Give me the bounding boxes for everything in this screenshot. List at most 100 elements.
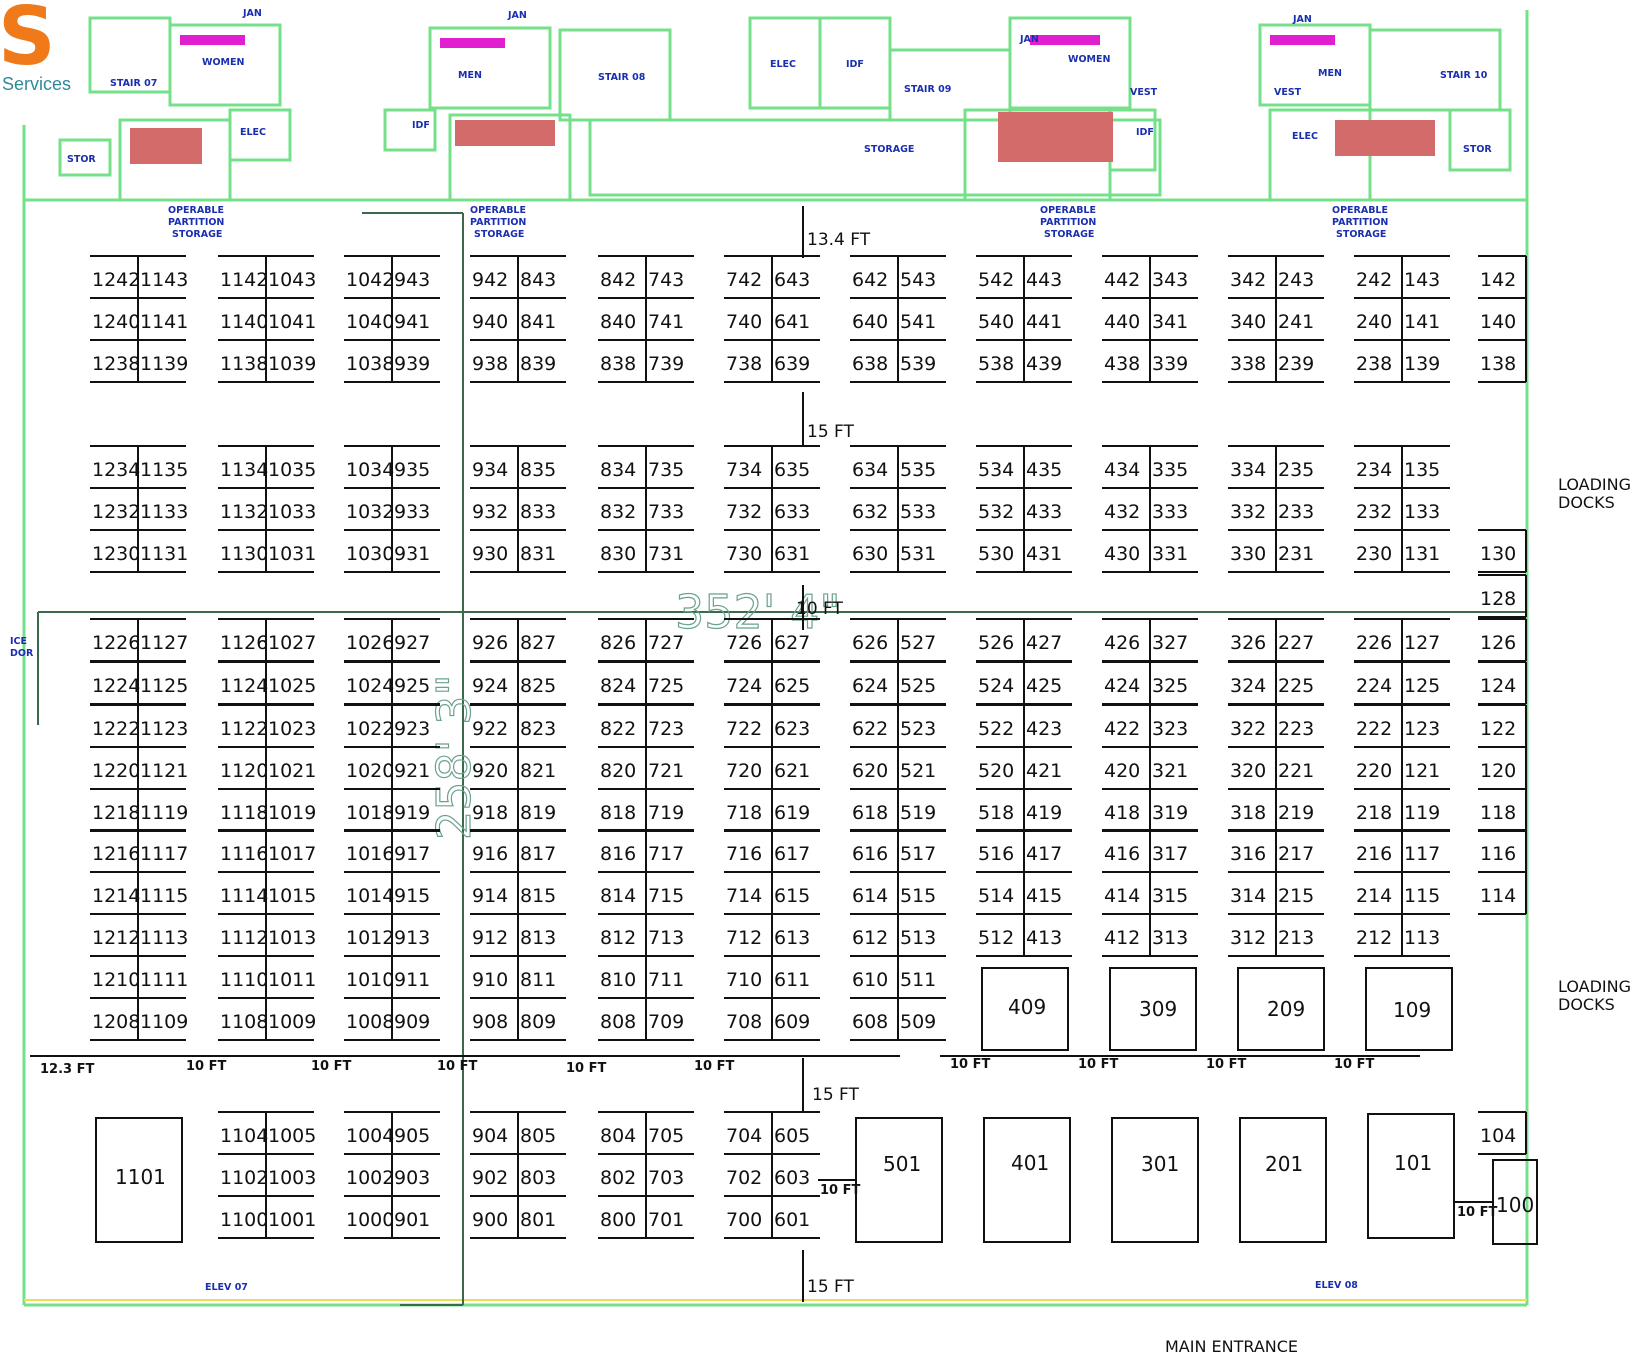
booth-number[interactable]: 412: [1104, 927, 1140, 949]
booth-number[interactable]: 921: [394, 760, 430, 782]
booth-number[interactable]: 811: [520, 969, 556, 991]
booth-number[interactable]: 1121: [140, 760, 188, 782]
booth-number[interactable]: 1117: [140, 843, 188, 865]
booth-number[interactable]: 441: [1026, 311, 1062, 333]
booth-number[interactable]: 1005: [268, 1125, 316, 1147]
booth-number[interactable]: 613: [774, 927, 810, 949]
booth-number[interactable]: 941: [394, 311, 430, 333]
booth-number[interactable]: 1040: [346, 311, 394, 333]
booth-number[interactable]: 809: [520, 1011, 556, 1033]
booth-number[interactable]: 710: [726, 969, 762, 991]
booth-number[interactable]: 1240: [92, 311, 140, 333]
booth-number[interactable]: 513: [900, 927, 936, 949]
booth-number[interactable]: 718: [726, 802, 762, 824]
booth-number[interactable]: 808: [600, 1011, 636, 1033]
booth-number[interactable]: 212: [1356, 927, 1392, 949]
booth-number[interactable]: 900: [472, 1209, 508, 1231]
booth-number[interactable]: 830: [600, 543, 636, 565]
booth-number[interactable]: 1232: [92, 501, 140, 523]
booth-number[interactable]: 938: [472, 353, 508, 375]
booth-number[interactable]: 1110: [220, 969, 268, 991]
large-booth-209[interactable]: [1237, 967, 1325, 1051]
booth-number[interactable]: 511: [900, 969, 936, 991]
booth-number[interactable]: 631: [774, 543, 810, 565]
booth-number[interactable]: 815: [520, 885, 556, 907]
booth-number[interactable]: 916: [472, 843, 508, 865]
booth-number[interactable]: 1208: [92, 1011, 140, 1033]
booth-number[interactable]: 518: [978, 802, 1014, 824]
booth-number[interactable]: 1021: [268, 760, 316, 782]
booth-number[interactable]: 925: [394, 675, 430, 697]
booth-number[interactable]: 909: [394, 1011, 430, 1033]
booth-number[interactable]: 240: [1356, 311, 1392, 333]
booth-number[interactable]: 840: [600, 311, 636, 333]
booth-number[interactable]: 438: [1104, 353, 1140, 375]
booth-number[interactable]: 1141: [140, 311, 188, 333]
booth-number[interactable]: 534: [978, 459, 1014, 481]
booth-number[interactable]: 918: [472, 802, 508, 824]
booth-number[interactable]: 615: [774, 885, 810, 907]
booth-number[interactable]: 114: [1480, 885, 1516, 907]
booth-number[interactable]: 705: [648, 1125, 684, 1147]
booth-number[interactable]: 904: [472, 1125, 508, 1147]
booth-number[interactable]: 319: [1152, 802, 1188, 824]
booth-number[interactable]: 1002: [346, 1167, 394, 1189]
booth-number[interactable]: 142: [1480, 269, 1516, 291]
booth-number[interactable]: 538: [978, 353, 1014, 375]
booth-number[interactable]: 241: [1278, 311, 1314, 333]
booth-number[interactable]: 738: [726, 353, 762, 375]
booth-number[interactable]: 720: [726, 760, 762, 782]
booth-number[interactable]: 1131: [140, 543, 188, 565]
booth-number[interactable]: 1126: [220, 632, 268, 654]
booth-number[interactable]: 1132: [220, 501, 268, 523]
booth-number[interactable]: 1226: [92, 632, 140, 654]
booth-number[interactable]: 1220: [92, 760, 140, 782]
booth-number[interactable]: 622: [852, 718, 888, 740]
booth-number[interactable]: 712: [726, 927, 762, 949]
booth-number[interactable]: 418: [1104, 802, 1140, 824]
booth-number[interactable]: 531: [900, 543, 936, 565]
booth-number[interactable]: 424: [1104, 675, 1140, 697]
booth-number[interactable]: 843: [520, 269, 556, 291]
booth-number[interactable]: 722: [726, 718, 762, 740]
booth-number[interactable]: 1034: [346, 459, 394, 481]
booth-number[interactable]: 832: [600, 501, 636, 523]
booth-number[interactable]: 700: [726, 1209, 762, 1231]
booth-number[interactable]: 626: [852, 632, 888, 654]
booth-number[interactable]: 725: [648, 675, 684, 697]
large-booth-101[interactable]: [1367, 1113, 1455, 1239]
booth-number[interactable]: 242: [1356, 269, 1392, 291]
booth-number[interactable]: 125: [1404, 675, 1440, 697]
booth-number[interactable]: 727: [648, 632, 684, 654]
booth-number[interactable]: 621: [774, 760, 810, 782]
large-booth-401[interactable]: [983, 1117, 1071, 1243]
booth-number[interactable]: 1011: [268, 969, 316, 991]
booth-number[interactable]: 915: [394, 885, 430, 907]
booth-number[interactable]: 812: [600, 927, 636, 949]
booth-number[interactable]: 525: [900, 675, 936, 697]
booth-number[interactable]: 933: [394, 501, 430, 523]
booth-number[interactable]: 1230: [92, 543, 140, 565]
booth-number[interactable]: 1133: [140, 501, 188, 523]
booth-number[interactable]: 440: [1104, 311, 1140, 333]
booth-number[interactable]: 214: [1356, 885, 1392, 907]
booth-number[interactable]: 127: [1404, 632, 1440, 654]
booth-number[interactable]: 216: [1356, 843, 1392, 865]
booth-number[interactable]: 232: [1356, 501, 1392, 523]
large-booth-409[interactable]: [981, 967, 1069, 1051]
booth-number[interactable]: 1015: [268, 885, 316, 907]
booth-number[interactable]: 624: [852, 675, 888, 697]
booth-number[interactable]: 313: [1152, 927, 1188, 949]
booth-number[interactable]: 1120: [220, 760, 268, 782]
booth-number[interactable]: 814: [600, 885, 636, 907]
booth-number[interactable]: 221: [1278, 760, 1314, 782]
booth-number[interactable]: 939: [394, 353, 430, 375]
booth-number[interactable]: 420: [1104, 760, 1140, 782]
booth-number[interactable]: 314: [1230, 885, 1266, 907]
booth-number[interactable]: 522: [978, 718, 1014, 740]
booth-number[interactable]: 1124: [220, 675, 268, 697]
booth-number[interactable]: 316: [1230, 843, 1266, 865]
booth-number[interactable]: 1100: [220, 1209, 268, 1231]
booth-number[interactable]: 934: [472, 459, 508, 481]
booth-number[interactable]: 343: [1152, 269, 1188, 291]
